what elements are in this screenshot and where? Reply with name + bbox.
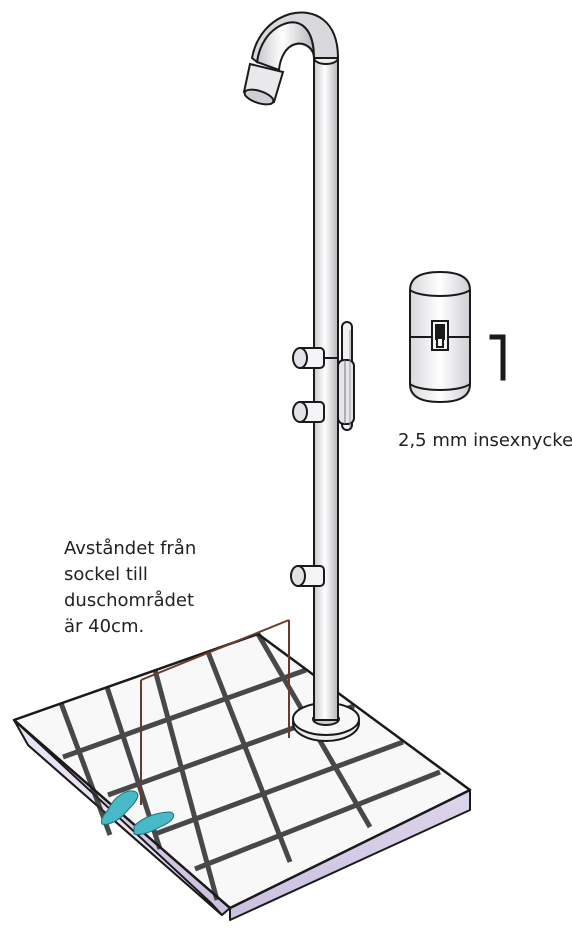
right-footprint-icon [133,811,175,835]
platform-top [13,633,471,909]
middle-valve [292,401,325,423]
foot-valve [290,565,325,587]
distance-note-line-1: Avståndet från [64,538,197,559]
shower-head-arm [242,11,340,106]
distance-note: Avståndet från sockel till duschområdet … [64,536,196,640]
pole-upper [313,57,339,359]
left-footprint-icon [101,790,139,825]
tiled-platform [12,632,472,921]
tile-grid [58,632,441,901]
distance-note-line-4: är 40cm. [64,616,145,637]
distance-note-line-2: sockel till [64,564,148,585]
allen-key-icon [489,334,506,381]
hand-shower [337,321,355,431]
dimension-lines [140,619,290,805]
shower-pole [313,51,339,721]
upper-valve [292,347,325,369]
valve-detail-capsule [409,270,471,404]
allen-key-label: 2,5 mm insexnyckel [398,430,572,451]
distance-note-line-3: duschområdet [64,590,195,611]
